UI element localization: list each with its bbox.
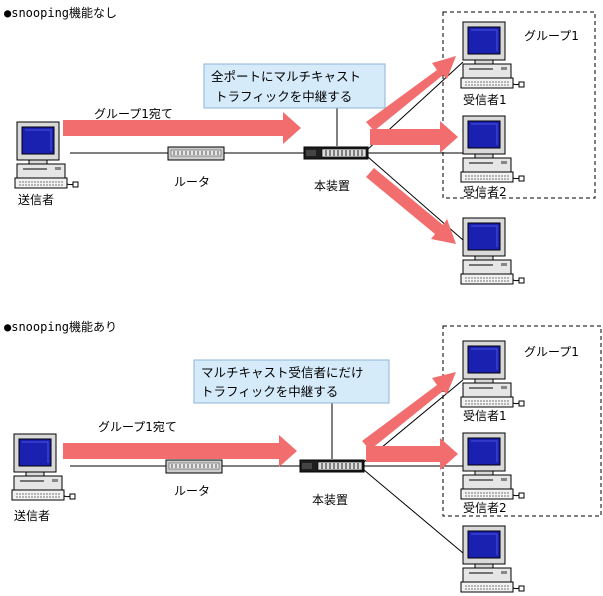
group-label: グループ1 <box>524 29 579 43</box>
callout-box <box>193 359 390 404</box>
other-computer <box>460 217 525 285</box>
flow-label: グループ1宛て <box>94 106 173 121</box>
link-switch-other <box>363 469 464 554</box>
sender-label: 送信者 <box>14 508 50 523</box>
receiver2-computer <box>460 115 525 183</box>
multicast-arrows <box>63 56 458 244</box>
arrow-to-other <box>366 168 456 244</box>
receiver1-computer <box>460 21 525 89</box>
callout-box <box>203 63 386 109</box>
panel-title: ●snooping機能あり <box>4 319 117 334</box>
callout-line2: トラフィックを中継する <box>201 384 338 399</box>
receiver1-computer <box>460 340 525 408</box>
other-computer <box>460 525 525 593</box>
group-label: グループ1 <box>524 345 579 359</box>
flow-label: グループ1宛て <box>98 419 177 434</box>
arrow-to-receiver2 <box>366 438 458 470</box>
switch-device <box>303 146 369 160</box>
switch-label: 本装置 <box>314 179 350 193</box>
multicast-arrows <box>63 372 458 470</box>
callout-line1: 全ポートにマルチキャスト <box>211 69 361 84</box>
arrow-to-receiver2 <box>370 121 458 153</box>
receiver1-label: 受信者1 <box>463 409 507 423</box>
receiver2-computer <box>460 432 525 500</box>
switch-label: 本装置 <box>312 493 348 507</box>
arrow-to-switch <box>63 112 301 144</box>
sender-label: 送信者 <box>18 192 54 207</box>
callout-line1: マルチキャスト受信者にだけ <box>201 365 364 380</box>
router-device <box>165 459 223 474</box>
panel-snooping-on: ●snooping機能あり グループ1 グループ1宛て 送信者 ルータ 本装置 … <box>4 319 602 593</box>
callout-line2: トラフィックを中継する <box>215 89 352 104</box>
router-label: ルータ <box>174 175 210 189</box>
receiver1-label: 受信者1 <box>463 93 507 107</box>
panel-snooping-off: ●snooping機能なし グループ1 グループ1宛て 送信者 ルータ 本装置 … <box>4 5 596 285</box>
panel-title: ●snooping機能なし <box>4 5 117 20</box>
group-boundary <box>442 325 602 517</box>
switch-device <box>299 459 365 473</box>
arrow-to-receiver1 <box>362 372 456 450</box>
arrow-to-switch <box>63 435 297 467</box>
group-boundary <box>442 11 596 199</box>
receiver2-label: 受信者2 <box>463 185 507 199</box>
router-label: ルータ <box>174 484 210 498</box>
arrow-to-receiver1 <box>366 56 456 131</box>
router-device <box>167 146 225 161</box>
receiver2-label: 受信者2 <box>463 501 507 515</box>
